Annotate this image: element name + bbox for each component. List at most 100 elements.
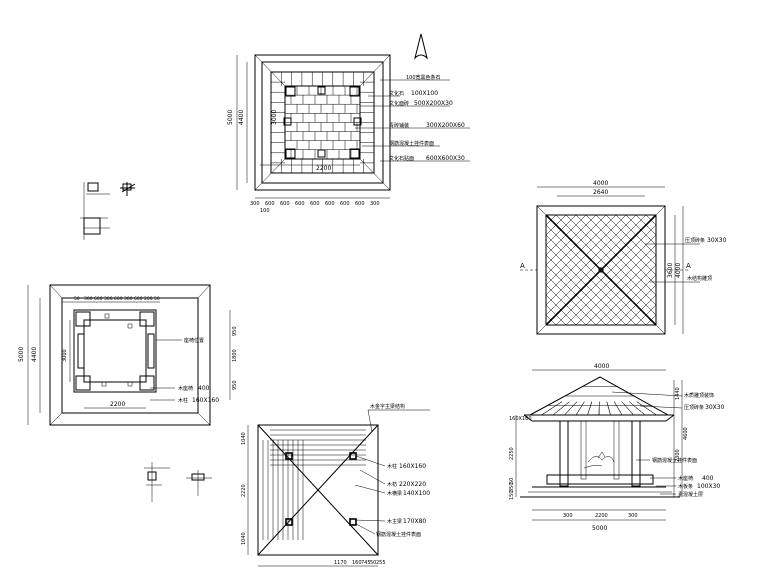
column-dim-top-2: 600: [94, 296, 103, 302]
paving-dim-bottom-8: 300: [370, 201, 380, 207]
roof-frame-note-0: 木金字主梁结构: [370, 403, 405, 410]
roof-top-dim-top-0: 4000: [593, 180, 608, 187]
roof-frame-dim-bottom-3: 50: [370, 560, 376, 566]
elev-dim-left-4: 150: [509, 490, 515, 500]
elev-dim-left-1: 2250: [509, 447, 515, 460]
elev-spec-2: 100X30: [697, 483, 720, 490]
paving-dim-bottom-7: 600: [355, 201, 365, 207]
roof-frame-dim-bottom-1: 160: [352, 560, 362, 566]
paving-dim-left-0: 5000: [227, 110, 234, 125]
paving-inner-dim-1: 2200: [316, 165, 331, 172]
column-note-2: 木柱: [178, 397, 188, 404]
joint-detail-top: [80, 182, 136, 240]
elev-dim-right-0: 1440: [675, 387, 681, 400]
column-dim-right-2: 950: [232, 380, 238, 390]
roof-top-note-0: 压顶砖条: [685, 237, 705, 244]
elev-dim-top-0: 4000: [594, 363, 609, 370]
paving-note-0: 100宽黑色条石: [406, 74, 441, 81]
column-dim-top-7: 200: [144, 296, 153, 302]
column-dim-top-8: 50: [154, 296, 160, 302]
roof-frame-spec-1: 220X220: [399, 481, 426, 488]
paving-spec-0: 100X100: [411, 90, 438, 97]
paving-dim-left-1: 4400: [238, 110, 245, 125]
roof-frame-note-1: 木柱: [387, 463, 397, 470]
joint-detail-bottom: [144, 462, 212, 502]
column-dim-left-1: 4400: [31, 347, 38, 362]
roof-frame-dim-bottom-4: 255: [376, 560, 386, 566]
column-dim-right-0: 950: [232, 326, 238, 336]
paving-dim-bottom-2: 600: [280, 201, 290, 207]
roof-frame-note-5: 钢筋混凝土挂件表面: [376, 531, 421, 538]
elev-dim-bottom-1: 2200: [595, 513, 608, 519]
column-dim-bottom-0: 2200: [110, 401, 125, 408]
elev-note-5: 素混凝土层: [678, 491, 703, 498]
paving-note-2: 文化面砖: [389, 100, 409, 107]
paving-dim-bottom-6: 600: [340, 201, 350, 207]
roof-frame-note-3: 木横梁: [387, 490, 402, 497]
elev-dim-left-2: 50: [509, 478, 515, 484]
column-note-1: 木座椅: [178, 385, 193, 392]
roof-frame-note-2: 木枋: [387, 481, 397, 488]
roof-top-dim-right-1: 4000: [675, 263, 682, 278]
roof-frame-dim-left-1: 2220: [241, 484, 247, 497]
paving-note-5: 文化石贴面: [389, 155, 414, 162]
paving-dim-bottom-1: 600: [265, 201, 275, 207]
elev-dim-right-1: 2300: [675, 449, 681, 462]
paving-small-dim: 100: [260, 208, 270, 214]
column-spec-1: 160X160: [192, 397, 219, 404]
elev-dim-bottom-2: 300: [628, 513, 638, 519]
roof-frame-dim-left-0: 1040: [241, 432, 247, 445]
paving-plan: 5000 4400 3000 2200 100 300 600 600 600 600 6…: [227, 54, 470, 214]
elev-note-2: 钢筋混凝土挂件表面: [652, 457, 697, 464]
column-dim-top-6: 600: [134, 296, 143, 302]
roof-frame-dim-bottom-0: 1170: [334, 560, 347, 566]
column-dim-top-3: 300: [104, 296, 113, 302]
elev-note-4: 木板条: [678, 483, 693, 490]
paving-note-1: 文化石: [389, 90, 404, 97]
column-dim-top-5: 300: [124, 296, 133, 302]
elev-spec-0: 30X30: [705, 404, 725, 411]
column-dim-left-2: 3000: [62, 349, 68, 362]
column-note-0: 座椅位置: [184, 337, 204, 344]
pavilion-elevation: 4000 160X160 2250 50 350 150 1440 2300 4…: [509, 363, 725, 532]
roof-top-dim-top-1: 2640: [593, 189, 608, 196]
roof-top-plan: 4000 2640 3600 4000 A A 压顶砖条 30X30 木结构雕顶: [520, 180, 727, 335]
roof-frame-spec-3: 170X80: [403, 518, 426, 525]
paving-dim-bottom-5: 600: [325, 201, 335, 207]
roof-top-spec-0: 30X30: [707, 237, 727, 244]
paving-dim-bottom-4: 600: [310, 201, 320, 207]
elev-dim-left-0: 160X160: [509, 416, 532, 422]
column-dim-left-0: 5000: [18, 347, 25, 362]
paving-spec-1: 500X200X30: [414, 100, 453, 107]
elev-dim-bottom-3: 5000: [592, 525, 607, 532]
roof-frame-spec-0: 160X160: [399, 463, 426, 470]
paving-leaders: [355, 79, 470, 162]
paving-note-4: 钢筋混凝土挂件表面: [389, 140, 434, 147]
roof-frame-spec-2: 140X100: [403, 490, 430, 497]
paving-note-3: 青砖铺装: [389, 122, 409, 129]
column-spec-0: 400: [198, 385, 210, 392]
elev-dim-left-3: 350: [509, 482, 515, 492]
paving-dim-bottom-3: 600: [295, 201, 305, 207]
elev-note-0: 木质雕顶装饰: [684, 392, 714, 399]
section-label-right: A: [686, 262, 691, 270]
roof-frame-dim-left-2: 1040: [241, 532, 247, 545]
paving-spec-2: 300X200X60: [426, 122, 465, 129]
column-dim-top-0: 50: [74, 296, 80, 302]
roof-top-dim-right-0: 3600: [667, 263, 674, 278]
roof-frame-dim-bottom-2: 745: [361, 560, 371, 566]
roof-frame-note-4: 木主梁: [387, 518, 402, 525]
elev-dim-bottom-0: 300: [563, 513, 573, 519]
column-dim-right-1: 1800: [232, 349, 238, 362]
elev-dim-right-2: 4600: [683, 427, 689, 440]
column-dim-top-4: 600: [114, 296, 123, 302]
paving-spec-3: 600X600X30: [426, 155, 465, 162]
paving-dim-bottom-0: 300: [250, 201, 260, 207]
elev-spec-1: 400: [702, 475, 714, 482]
elev-note-3: 木座椅: [678, 475, 693, 482]
column-dim-top-1: 300: [84, 296, 93, 302]
paving-inner-dim-0: 3000: [271, 110, 278, 125]
